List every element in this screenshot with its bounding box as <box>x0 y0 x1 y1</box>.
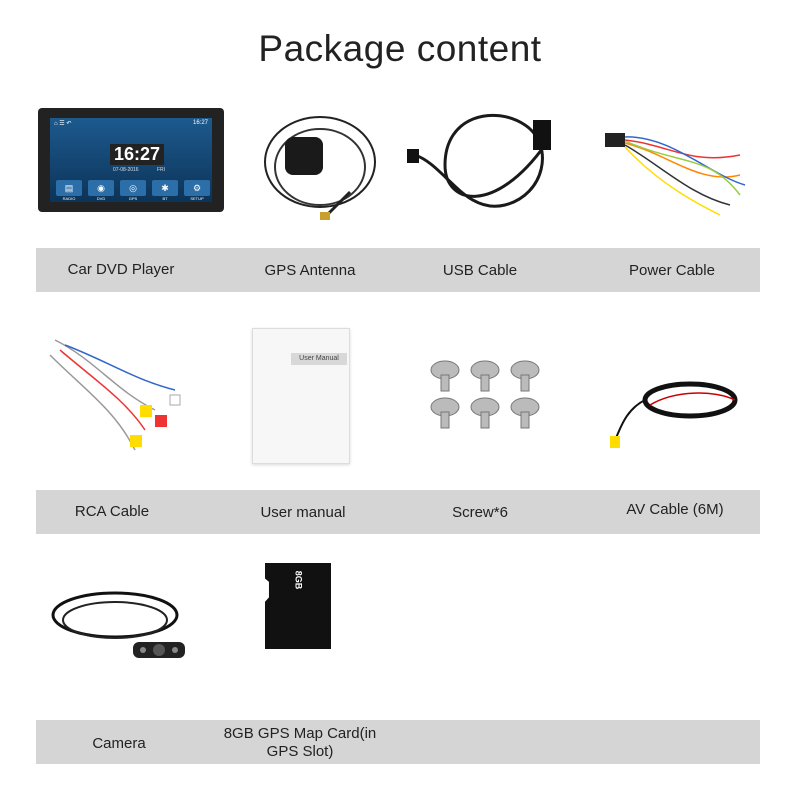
label-band-row-1 <box>36 248 760 292</box>
screws-image <box>430 360 540 429</box>
power-cable-image <box>605 133 746 216</box>
item-label-rca-cable: RCA Cable <box>74 503 150 520</box>
item-label-user-manual: User manual <box>260 504 346 521</box>
rca-cable-image <box>49 339 181 451</box>
setup-app-icon: ⚙SETUP <box>184 180 210 201</box>
item-label-screws: Screw*6 <box>452 504 508 521</box>
camera-image <box>51 591 185 658</box>
car-dvd-player-image: ⌂ ☰ ↶16:27 16:27 07-08-2016 FRI ▤RADIO ◉… <box>38 108 224 212</box>
radio-app-icon: ▤RADIO <box>56 180 82 201</box>
dvd-app-icon: ◉DVD <box>88 180 114 201</box>
usb-cable-image <box>407 113 551 208</box>
item-label-av-cable: AV Cable (6M) <box>626 501 724 518</box>
av-cable-image <box>610 381 738 448</box>
item-label-power-cable: Power Cable <box>629 262 715 279</box>
gps-app-icon: ◎GPS <box>120 180 146 201</box>
label-band-row-3 <box>36 720 760 764</box>
bt-app-icon: ✱BT <box>152 180 178 201</box>
clock: 16:27 <box>110 144 165 165</box>
page-title: Package content <box>258 28 542 69</box>
item-label-car-dvd-player: Car DVD Player <box>67 261 175 278</box>
user-manual-image: User Manual <box>252 328 350 464</box>
sd-card-image: 8GB <box>265 563 331 649</box>
item-label-usb-cable: USB Cable <box>442 262 518 279</box>
item-label-gps-antenna: GPS Antenna <box>264 262 356 279</box>
label-band-row-2 <box>36 490 760 534</box>
gps-antenna-image <box>264 116 376 220</box>
item-label-sd-card: 8GB GPS Map Card(in GPS Slot) <box>223 725 377 760</box>
item-label-camera: Camera <box>92 735 146 752</box>
